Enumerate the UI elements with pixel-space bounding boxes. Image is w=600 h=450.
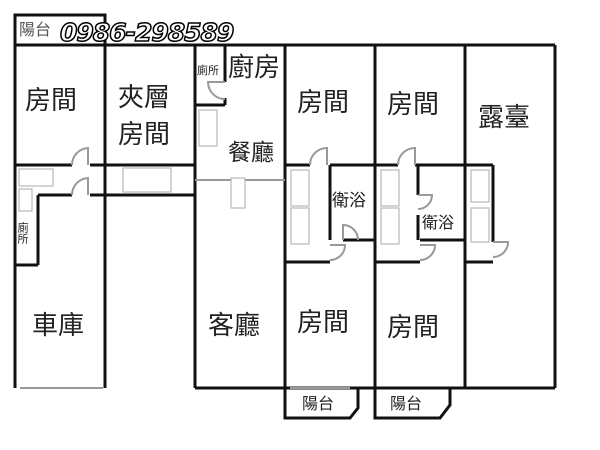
room-label-balcony-1: 陽台 bbox=[302, 394, 335, 413]
room-label-bedroom-4: 房間 bbox=[387, 90, 440, 120]
room-label-mezzanine: 夾層 bbox=[118, 83, 171, 113]
room-label-garage: 車庫 bbox=[32, 311, 85, 341]
room-label-dining: 餐廳 bbox=[228, 140, 274, 166]
room-label-kitchen: 廚房 bbox=[228, 53, 281, 83]
room-label-bedroom-left: 房間 bbox=[25, 86, 78, 116]
room-label-mezzanine-room: 房間 bbox=[118, 120, 171, 150]
room-label-living: 客廳 bbox=[208, 311, 261, 341]
room-label-bath-1: 衛浴 bbox=[332, 191, 366, 211]
room-label-balcony-2: 陽台 bbox=[390, 394, 423, 413]
phone-number: 0986-298589 bbox=[59, 18, 235, 47]
room-label-toilet-left: 廁所 bbox=[16, 222, 29, 244]
room-label-terrace: 露臺 bbox=[478, 103, 531, 133]
room-label-top-balcony: 陽台 bbox=[19, 20, 52, 39]
room-label-bedroom-6: 房間 bbox=[387, 313, 440, 343]
room-label-bedroom-3: 房間 bbox=[297, 88, 350, 118]
room-label-bedroom-5: 房間 bbox=[297, 308, 350, 338]
room-label-bath-2: 衛浴 bbox=[422, 213, 455, 232]
room-label-toilet-top: 廁所 bbox=[197, 64, 219, 77]
